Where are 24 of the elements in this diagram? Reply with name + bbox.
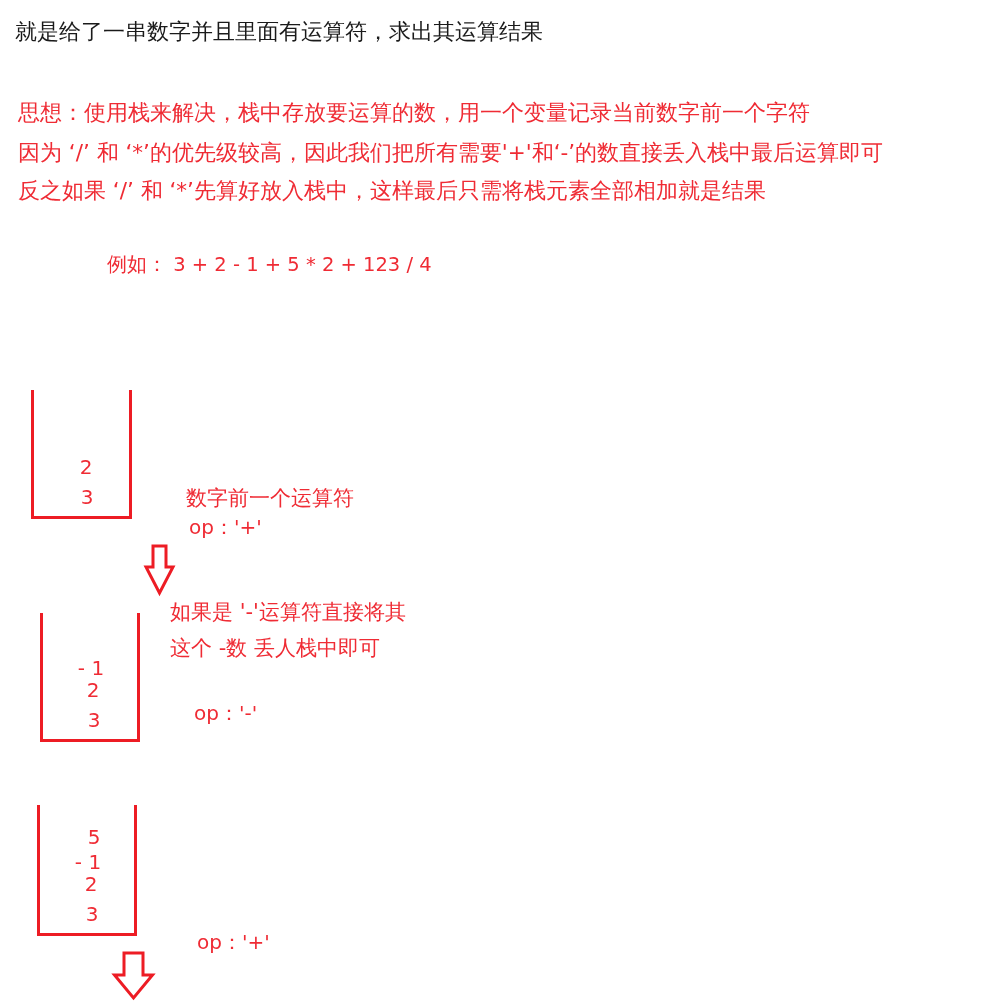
note-text: 反之如果 ‘/’ 和 ‘*’先算好放入栈中，这样最后只需将栈元素全部相加就是结果 bbox=[18, 177, 766, 205]
stack-container bbox=[31, 390, 132, 519]
title: 就是给了一串数字并且里面有运算符，求出其运算结果 bbox=[15, 18, 543, 46]
note-text: 思想：使用栈来解决，栈中存放要运算的数，用一个变量记录当前数字前一个字符 bbox=[18, 99, 810, 127]
annotation-text: op：'-' bbox=[194, 700, 258, 727]
example-text: 例如： 3 + 2 - 1 + 5 * 2 + 123 / 4 bbox=[107, 252, 432, 278]
annotation-text: 如果是 '-'运算符直接将其这个 -数 丢人栈中即可 bbox=[170, 599, 407, 662]
stack-container bbox=[40, 613, 140, 742]
block-arrow bbox=[111, 951, 156, 1001]
block-arrow bbox=[143, 544, 176, 597]
stack-value: 2 bbox=[79, 456, 93, 478]
note-text: 因为 ‘/’ 和 ‘*’的优先级较高，因此我们把所有需要'+'和‘-’的数直接丢入栈中最后运算即可 bbox=[18, 139, 884, 167]
stack-value: - 1 bbox=[77, 657, 105, 679]
stack-container bbox=[37, 805, 137, 936]
stack-value: - 1 bbox=[74, 851, 102, 873]
annotation-text: op：'+' bbox=[189, 514, 262, 541]
stack-value: 2 bbox=[86, 679, 100, 701]
stack-value: 3 bbox=[87, 709, 101, 731]
stack-value: 5 bbox=[87, 826, 101, 848]
annotation-text: op：'+' bbox=[197, 929, 270, 956]
stack-value: 3 bbox=[85, 903, 99, 925]
annotation-text: 数字前一个运算符 bbox=[186, 485, 354, 512]
stack-value: 3 bbox=[80, 486, 94, 508]
stack-value: 2 bbox=[84, 873, 98, 895]
